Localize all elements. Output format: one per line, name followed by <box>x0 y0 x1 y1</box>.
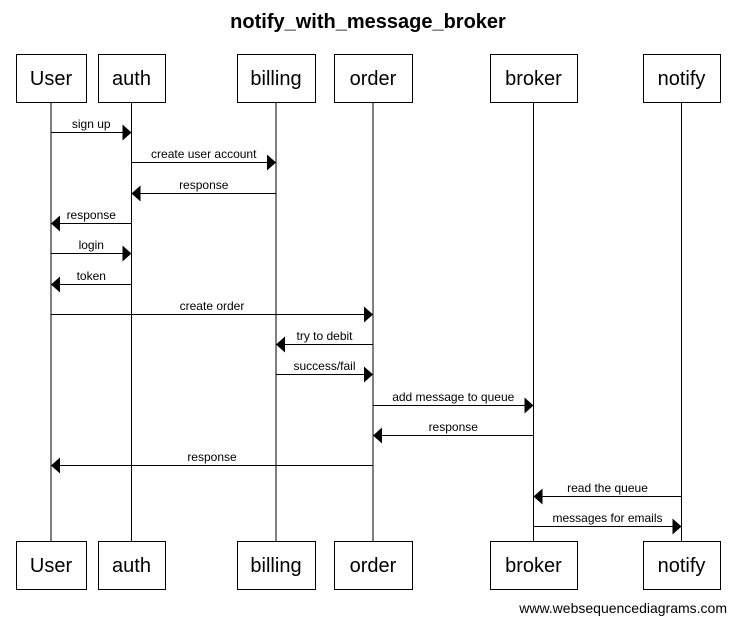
actor-label: User <box>30 68 73 90</box>
actor-label: order <box>350 68 397 90</box>
message-label: add message to queue <box>392 390 514 404</box>
actor-user-bottom: User <box>16 541 87 590</box>
message-label: messages for emails <box>552 511 662 525</box>
actor-broker-top: broker <box>490 54 578 103</box>
actor-broker-bottom: broker <box>490 541 578 590</box>
footer-watermark: www.websequencediagrams.com <box>518 600 727 616</box>
message-label: try to debit <box>296 329 353 343</box>
message-arrowhead <box>276 336 285 353</box>
actor-auth-bottom: auth <box>98 541 166 590</box>
message-label: response <box>179 178 229 192</box>
message-6: token <box>51 269 132 293</box>
actor-user-top: User <box>16 54 87 103</box>
lifelines <box>50 102 682 541</box>
actor-label: auth <box>112 555 151 577</box>
message-label: sign up <box>72 117 111 131</box>
actor-box <box>98 54 166 103</box>
message-arrowhead <box>524 397 534 414</box>
actor-notify-top: notify <box>643 54 721 103</box>
actor-order-top: order <box>334 54 413 103</box>
actor-label: order <box>350 555 397 577</box>
actor-box <box>237 54 316 103</box>
message-label: login <box>79 238 104 252</box>
message-arrowhead <box>122 245 132 262</box>
actor-label: notify <box>658 555 706 577</box>
actors-top: User auth billing order broker notify <box>16 54 721 103</box>
actor-box <box>98 541 166 590</box>
actor-label: auth <box>112 68 151 90</box>
message-arrowhead <box>364 366 373 383</box>
actor-billing-bottom: billing <box>237 541 316 590</box>
actor-box <box>334 54 413 103</box>
message-arrowhead <box>51 215 60 232</box>
message-label: create order <box>180 299 245 313</box>
message-arrowhead <box>51 457 60 474</box>
actor-label: billing <box>250 555 301 577</box>
actor-billing-top: billing <box>237 54 316 103</box>
actor-label: broker <box>505 68 562 90</box>
actor-box <box>643 541 721 590</box>
actor-auth-top: auth <box>98 54 166 103</box>
message-8: try to debit <box>276 329 373 353</box>
actor-label: User <box>30 555 73 577</box>
actor-box <box>643 54 721 103</box>
message-3: response <box>131 178 276 202</box>
actor-label: broker <box>505 555 562 577</box>
actor-box <box>237 541 316 590</box>
message-13: read the queue <box>533 481 682 505</box>
message-arrowhead <box>533 488 543 505</box>
message-12: response <box>51 450 373 474</box>
message-5: login <box>51 238 132 262</box>
message-9: success/fail <box>276 359 373 383</box>
actor-box <box>490 541 578 590</box>
actor-box <box>16 541 87 590</box>
actor-box <box>334 541 413 590</box>
actor-order-bottom: order <box>334 541 413 590</box>
message-arrowhead <box>131 185 141 202</box>
message-arrowhead <box>364 306 373 323</box>
message-label: response <box>187 450 237 464</box>
message-arrowhead <box>672 518 682 535</box>
message-label: response <box>67 208 117 222</box>
actor-notify-bottom: notify <box>643 541 721 590</box>
message-arrowhead <box>267 154 276 171</box>
message-label: read the queue <box>567 481 648 495</box>
message-label: token <box>77 269 106 283</box>
diagram-title: notify_with_message_broker <box>230 11 506 33</box>
actors-bottom: User auth billing order broker notify <box>16 541 721 590</box>
message-4: response <box>51 208 132 232</box>
message-label: create user account <box>151 147 257 161</box>
message-label: response <box>429 420 479 434</box>
message-10: add message to queue <box>373 390 534 414</box>
message-2: create user account <box>131 147 276 171</box>
actor-box <box>490 54 578 103</box>
message-arrowhead <box>373 427 382 444</box>
message-label: success/fail <box>293 359 355 373</box>
message-arrowhead <box>51 276 60 293</box>
message-1: sign up <box>51 117 132 141</box>
actor-label: billing <box>250 68 301 90</box>
message-11: response <box>373 420 534 444</box>
message-14: messages for emails <box>533 511 682 535</box>
actor-box <box>16 54 87 103</box>
message-7: create order <box>51 299 373 323</box>
messages: sign up create user account response respon… <box>51 117 682 535</box>
actor-label: notify <box>658 68 706 90</box>
message-arrowhead <box>122 124 132 141</box>
